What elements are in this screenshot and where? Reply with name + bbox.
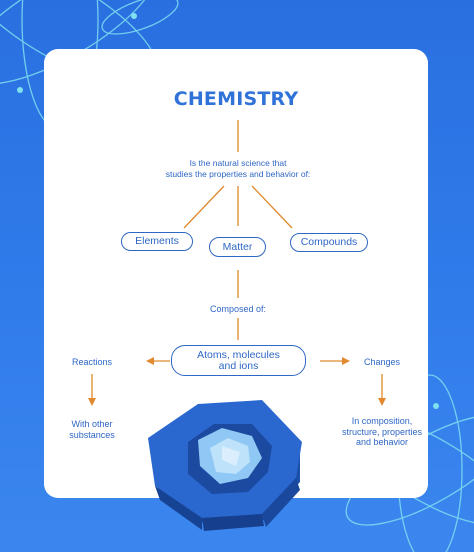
node-compounds: Compounds xyxy=(290,233,368,252)
node-matter: Matter xyxy=(209,237,266,257)
changes-label: Changes xyxy=(363,357,401,367)
page-title: CHEMISTRY xyxy=(173,88,299,110)
composed-of-label: Composed of: xyxy=(209,304,267,314)
changes-detail: In composition, structure, properties an… xyxy=(341,416,423,447)
node-atoms: Atoms, molecules and ions xyxy=(171,345,306,376)
reactions-label: Reactions xyxy=(71,357,113,367)
reactions-detail: With other substances xyxy=(69,419,115,440)
definition-text: Is the natural science that studies the … xyxy=(165,158,311,179)
node-elements: Elements xyxy=(121,232,193,251)
